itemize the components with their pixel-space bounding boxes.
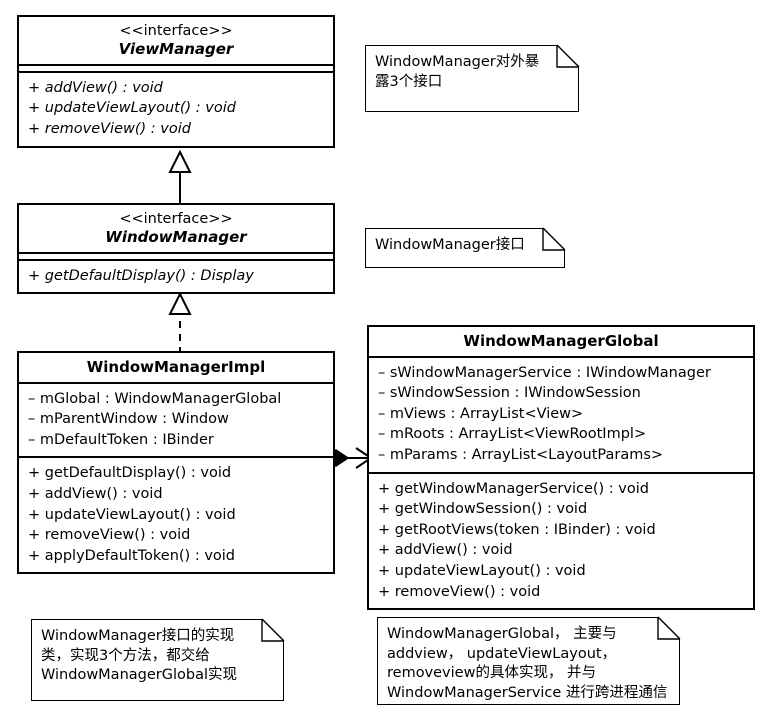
methods-compartment: + addView() : void + updateViewLayout() …	[19, 70, 333, 146]
connector-realization-windowmanager	[168, 291, 192, 354]
class-attribute: – sWindowManagerService : IWindowManager	[378, 364, 711, 381]
note-fold-icon	[542, 227, 566, 251]
note-windowmanager[interactable]: WindowManager接口	[365, 227, 566, 268]
note-text: WindowManager接口的实现 类，实现3个方法，都交给 WindowMa…	[41, 628, 237, 684]
attributes-compartment	[19, 251, 333, 259]
class-method: + getRootViews(token : IBinder) : void	[378, 521, 656, 538]
class-method: + updateViewLayout() : void	[28, 100, 236, 117]
class-attribute: – mViews : ArrayList<View>	[378, 405, 584, 422]
class-name: WindowManager	[105, 228, 247, 247]
class-box-window-manager-impl[interactable]: WindowManagerImpl – mGlobal : WindowMana…	[17, 351, 335, 575]
class-box-view-manager[interactable]: <<interface>> ViewManager + addView() : …	[17, 15, 335, 148]
class-attribute: – mParams : ArrayList<LayoutParams>	[378, 447, 664, 464]
class-method: + updateViewLayout() : void	[378, 562, 586, 579]
note-body: WindowManagerGlobal， 主要与 addview， update…	[377, 616, 681, 705]
methods-compartment: + getDefaultDisplay() : Display	[19, 258, 333, 293]
note-fold-icon	[556, 44, 580, 68]
note-fold-icon	[261, 618, 285, 642]
methods-compartment: + getWindowManagerService() : void + get…	[369, 471, 753, 608]
class-stereotype: <<interface>>	[119, 23, 233, 39]
note-global[interactable]: WindowManagerGlobal， 主要与 addview， update…	[377, 616, 681, 705]
note-text: WindowManagerGlobal， 主要与 addview， update…	[387, 626, 668, 701]
class-header-view-manager: <<interface>> ViewManager	[19, 17, 333, 64]
attributes-compartment: – mGlobal : WindowManagerGlobal – mParen…	[19, 381, 333, 457]
class-method: + getWindowSession() : void	[378, 501, 588, 518]
class-method: + addView() : void	[378, 542, 513, 559]
class-header-window-manager: <<interface>> WindowManager	[19, 205, 333, 252]
note-body: WindowManager接口	[365, 227, 566, 268]
class-method: + removeView() : void	[378, 583, 541, 600]
class-attribute: – mGlobal : WindowManagerGlobal	[28, 390, 282, 407]
class-name: WindowManagerImpl	[86, 358, 266, 376]
class-stereotype: <<interface>>	[119, 211, 233, 227]
class-name: WindowManagerGlobal	[463, 332, 659, 350]
note-body: WindowManager对外暴 露3个接口	[365, 44, 580, 112]
class-box-window-manager[interactable]: <<interface>> WindowManager + getDefault…	[17, 203, 335, 295]
note-viewmanager[interactable]: WindowManager对外暴 露3个接口	[365, 44, 580, 112]
class-method: + addView() : void	[28, 486, 163, 503]
class-name: ViewManager	[118, 40, 234, 59]
class-method: + getDefaultDisplay() : void	[28, 465, 232, 482]
class-method: + removeView() : void	[28, 527, 191, 544]
attributes-compartment: – sWindowManagerService : IWindowManager…	[369, 355, 753, 472]
class-method: + addView() : void	[28, 79, 163, 96]
class-method: + removeView() : void	[28, 121, 191, 138]
note-impl[interactable]: WindowManager接口的实现 类，实现3个方法，都交给 WindowMa…	[31, 618, 285, 701]
note-text: WindowManager接口	[375, 237, 525, 253]
class-method: + updateViewLayout() : void	[28, 506, 236, 523]
class-attribute: – mDefaultToken : IBinder	[28, 431, 214, 448]
class-attribute: – mParentWindow : Window	[28, 411, 229, 428]
class-box-window-manager-global[interactable]: WindowManagerGlobal – sWindowManagerServ…	[367, 325, 755, 611]
class-header-window-manager-global: WindowManagerGlobal	[369, 327, 753, 356]
class-attribute: – sWindowSession : IWindowSession	[378, 385, 641, 402]
methods-compartment: + getDefaultDisplay() : void + addView()…	[19, 456, 333, 572]
note-fold-icon	[657, 616, 681, 640]
class-method: + applyDefaultToken() : void	[28, 547, 236, 564]
attributes-compartment	[19, 63, 333, 71]
class-header-window-manager-impl: WindowManagerImpl	[19, 353, 333, 382]
class-method: + getWindowManagerService() : void	[378, 480, 649, 497]
class-attribute: – mRoots : ArrayList<ViewRootImpl>	[378, 426, 647, 443]
note-text: WindowManager对外暴 露3个接口	[375, 54, 540, 90]
class-method: + getDefaultDisplay() : Display	[28, 267, 254, 284]
note-body: WindowManager接口的实现 类，实现3个方法，都交给 WindowMa…	[31, 618, 285, 701]
